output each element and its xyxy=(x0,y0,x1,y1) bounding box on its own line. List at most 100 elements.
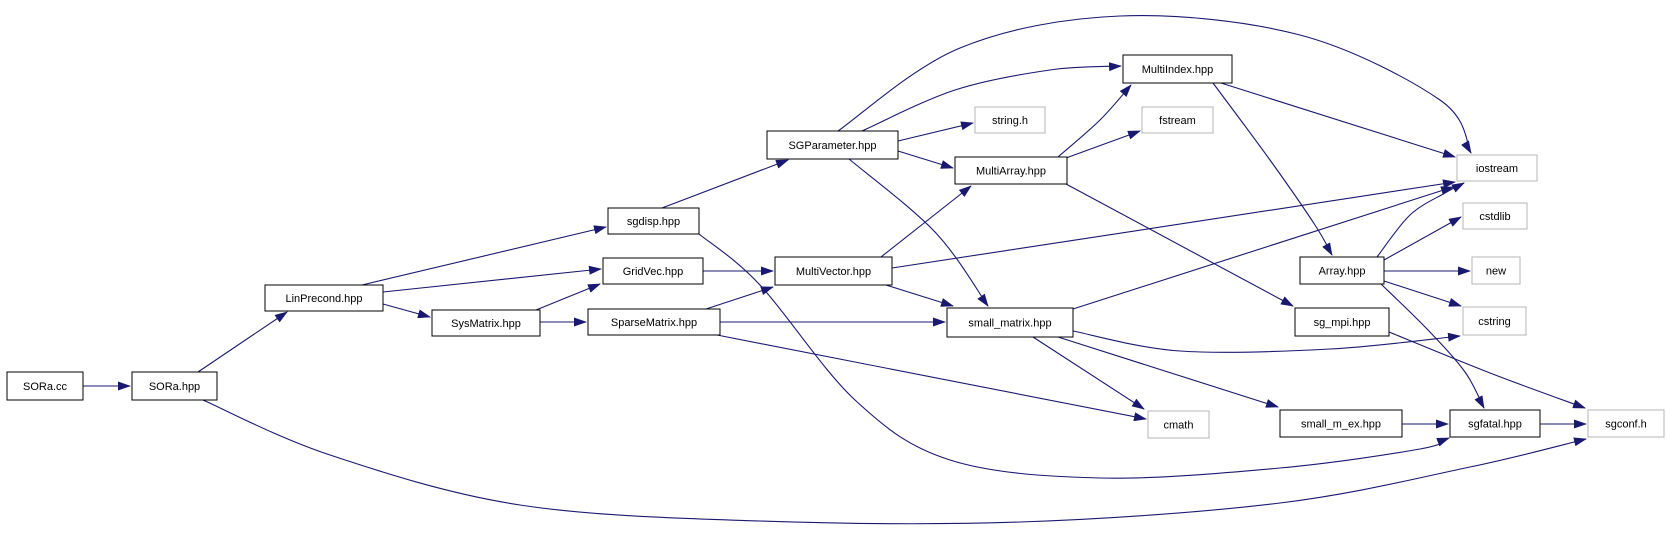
node-box-cmath xyxy=(1147,410,1210,439)
edge-sgdisp.hpp-to-SGParameter.hpp xyxy=(661,159,789,209)
edge-MultiVector.hpp-to-MultiArray.hpp xyxy=(880,185,972,258)
node-LinPrecond.hpp[interactable]: LinPrecond.hpp xyxy=(264,284,384,312)
node-label-fstream: fstream xyxy=(1159,115,1196,127)
node-GridVec.hpp[interactable]: GridVec.hpp xyxy=(602,257,704,285)
node-box-SGParameter.hpp xyxy=(766,130,899,160)
node-label-MultiArray.hpp: MultiArray.hpp xyxy=(976,166,1046,178)
node-box-fstream xyxy=(1141,106,1214,134)
node-box-SparseMatrix.hpp xyxy=(587,308,721,336)
node-box-cstdlib xyxy=(1462,202,1528,230)
edge-SGParameter.hpp-to-iostream xyxy=(837,15,1472,154)
node-box-small_m_ex.hpp xyxy=(1279,409,1403,438)
edge-MultiIndex.hpp-to-Array.hpp xyxy=(1212,82,1333,256)
edge-MultiIndex.hpp-to-iostream xyxy=(1220,82,1456,158)
node-box-GridVec.hpp xyxy=(602,257,704,285)
node-box-SysMatrix.hpp xyxy=(431,309,541,337)
edge-Array.hpp-to-sgfatal.hpp xyxy=(1380,283,1485,409)
edge-SparseMatrix.hpp-to-MultiVector.hpp xyxy=(705,286,774,310)
edge-small_matrix.hpp-to-cstring xyxy=(1072,330,1461,353)
node-label-SORa.hpp: SORa.hpp xyxy=(149,381,200,393)
node-label-MultiVector.hpp: MultiVector.hpp xyxy=(796,266,871,278)
edge-SysMatrix.hpp-to-GridVec.hpp xyxy=(535,283,601,311)
edge-small_matrix.hpp-to-iostream xyxy=(1072,186,1454,310)
node-box-small_matrix.hpp xyxy=(946,307,1074,338)
edge-SGParameter.hpp-to-MultiIndex.hpp xyxy=(861,62,1122,132)
node-label-SORa.cc: SORa.cc xyxy=(23,381,68,393)
node-box-LinPrecond.hpp xyxy=(264,284,384,312)
node-iostream: iostream xyxy=(1456,154,1538,182)
edge-MultiArray.hpp-to-sg_mpi.hpp xyxy=(1065,183,1294,307)
node-sgfatal.hpp[interactable]: sgfatal.hpp xyxy=(1449,409,1541,438)
node-SysMatrix.hpp[interactable]: SysMatrix.hpp xyxy=(431,309,541,337)
node-label-MultiIndex.hpp: MultiIndex.hpp xyxy=(1142,64,1214,76)
node-SparseMatrix.hpp[interactable]: SparseMatrix.hpp xyxy=(587,308,721,336)
node-label-sgdisp.hpp: sgdisp.hpp xyxy=(627,216,680,228)
edge-SGParameter.hpp-to-string.h xyxy=(897,121,974,142)
node-MultiIndex.hpp[interactable]: MultiIndex.hpp xyxy=(1122,54,1233,84)
node-box-cstring xyxy=(1462,306,1527,336)
node-box-new xyxy=(1471,256,1521,285)
edge-LinPrecond.hpp-to-SysMatrix.hpp xyxy=(382,303,431,319)
edge-LinPrecond.hpp-to-GridVec.hpp xyxy=(382,265,602,293)
edge-SORa.hpp-to-LinPrecond.hpp xyxy=(197,311,288,373)
edge-MultiArray.hpp-to-fstream xyxy=(1065,130,1141,159)
node-label-string.h: string.h xyxy=(992,115,1028,127)
node-label-cstdlib: cstdlib xyxy=(1479,211,1510,223)
edge-Array.hpp-to-iostream xyxy=(1376,182,1465,258)
node-label-Array.hpp: Array.hpp xyxy=(1319,266,1366,278)
node-box-iostream xyxy=(1456,154,1538,182)
node-label-sgfatal.hpp: sgfatal.hpp xyxy=(1468,419,1522,431)
node-SORa.cc: SORa.cc xyxy=(6,371,84,401)
node-box-sgdisp.hpp xyxy=(607,207,700,235)
node-Array.hpp[interactable]: Array.hpp xyxy=(1299,256,1385,285)
node-box-sg_mpi.hpp xyxy=(1294,307,1390,337)
node-box-sgfatal.hpp xyxy=(1449,409,1541,438)
edge-SGParameter.hpp-to-MultiArray.hpp xyxy=(897,150,954,169)
edge-small_matrix.hpp-to-cmath xyxy=(1032,336,1145,410)
node-SORa.hpp[interactable]: SORa.hpp xyxy=(131,371,218,401)
edge-small_matrix.hpp-to-small_m_ex.hpp xyxy=(1057,336,1279,408)
node-MultiArray.hpp[interactable]: MultiArray.hpp xyxy=(954,156,1068,185)
edge-LinPrecond.hpp-to-sgdisp.hpp xyxy=(361,225,607,286)
node-label-LinPrecond.hpp: LinPrecond.hpp xyxy=(285,293,362,305)
node-box-MultiIndex.hpp xyxy=(1122,54,1233,84)
node-box-MultiArray.hpp xyxy=(954,156,1068,185)
node-label-SysMatrix.hpp: SysMatrix.hpp xyxy=(451,318,521,330)
edge-SORa.hpp-to-sgconf.h xyxy=(202,399,1587,525)
node-cmath: cmath xyxy=(1147,410,1210,439)
node-cstdlib: cstdlib xyxy=(1462,202,1528,230)
node-new: new xyxy=(1471,256,1521,285)
node-label-new: new xyxy=(1486,266,1506,278)
node-box-string.h xyxy=(974,106,1046,134)
node-small_m_ex.hpp[interactable]: small_m_ex.hpp xyxy=(1279,409,1403,438)
node-label-iostream: iostream xyxy=(1476,163,1518,175)
edge-sg_mpi.hpp-to-sgconf.h xyxy=(1388,331,1586,409)
node-sgdisp.hpp[interactable]: sgdisp.hpp xyxy=(607,207,700,235)
node-label-sgconf.h: sgconf.h xyxy=(1605,419,1647,431)
node-box-MultiVector.hpp xyxy=(774,256,893,286)
edge-Array.hpp-to-cstdlib xyxy=(1383,216,1462,261)
edge-Array.hpp-to-cstring xyxy=(1383,280,1462,307)
node-cstring: cstring xyxy=(1462,306,1527,336)
node-label-GridVec.hpp: GridVec.hpp xyxy=(623,266,684,278)
edge-MultiVector.hpp-to-iostream xyxy=(891,179,1456,269)
node-small_matrix.hpp[interactable]: small_matrix.hpp xyxy=(946,307,1074,338)
node-sg_mpi.hpp[interactable]: sg_mpi.hpp xyxy=(1294,307,1390,337)
edge-MultiArray.hpp-to-MultiIndex.hpp xyxy=(1057,84,1132,158)
node-SGParameter.hpp[interactable]: SGParameter.hpp xyxy=(766,130,899,160)
node-label-small_m_ex.hpp: small_m_ex.hpp xyxy=(1301,419,1381,431)
node-box-Array.hpp xyxy=(1299,256,1385,285)
edge-MultiVector.hpp-to-small_matrix.hpp xyxy=(885,284,954,307)
node-box-sgconf.h xyxy=(1587,409,1665,438)
edge-SparseMatrix.hpp-to-cmath xyxy=(716,334,1147,422)
node-box-SORa.hpp xyxy=(131,371,218,401)
node-sgconf.h: sgconf.h xyxy=(1587,409,1665,438)
node-MultiVector.hpp[interactable]: MultiVector.hpp xyxy=(774,256,893,286)
edge-SGParameter.hpp-to-small_matrix.hpp xyxy=(848,158,989,307)
node-box-SORa.cc xyxy=(6,371,84,401)
node-label-SGParameter.hpp: SGParameter.hpp xyxy=(788,140,876,152)
node-label-cmath: cmath xyxy=(1164,420,1194,432)
node-label-small_matrix.hpp: small_matrix.hpp xyxy=(968,318,1051,330)
